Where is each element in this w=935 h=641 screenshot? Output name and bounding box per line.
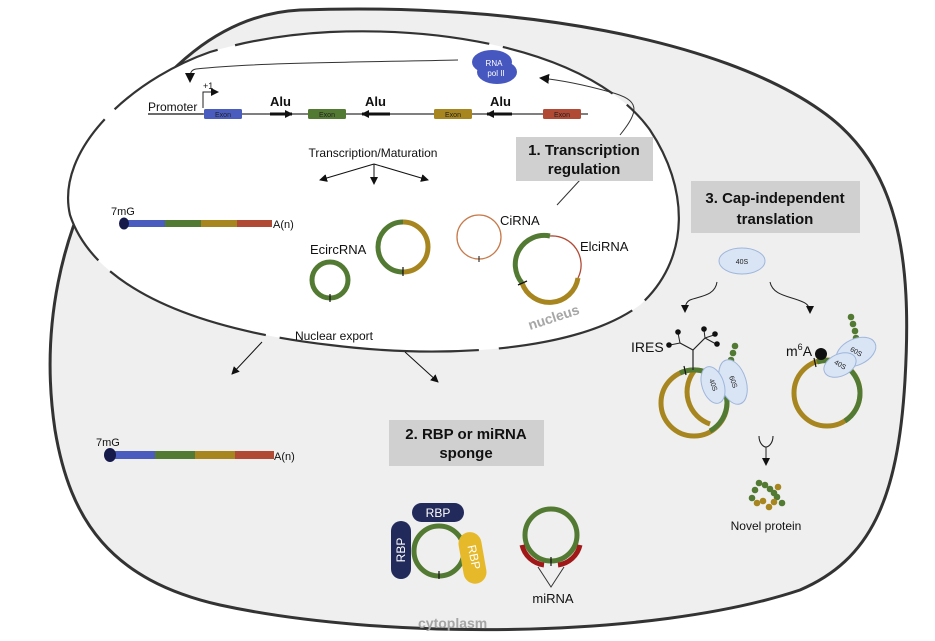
novel-protein-icon	[748, 479, 786, 511]
mirna-sponge	[519, 506, 583, 588]
tss-arrow-icon	[202, 88, 219, 108]
gene-locus: Promoter +1 Exon Exon Exon Exon Alu Alu	[148, 81, 588, 119]
mirna-label: miRNA	[532, 591, 573, 606]
subunit-label: 60S	[727, 375, 738, 389]
alu-forward: Alu	[270, 94, 293, 118]
polya-label: A(n)	[273, 219, 294, 231]
exon-label: Exon	[554, 112, 570, 119]
pol-recruit-arrow	[185, 59, 459, 83]
cirna-label: CiRNA	[500, 213, 540, 228]
nuclear-mrna: 7mG A(n)	[111, 206, 294, 231]
leader-line	[556, 179, 581, 206]
rbp-left: RBP	[391, 521, 411, 579]
ecircrna-small	[309, 259, 351, 302]
alu-reverse-1: Alu	[361, 94, 390, 118]
rna-pol-label: pol II	[487, 69, 504, 78]
rbp-label: RBP	[394, 538, 408, 563]
export-arrow-right	[404, 351, 439, 383]
mechanism-title: regulation	[548, 161, 621, 178]
m6a-mark-icon	[815, 348, 827, 360]
rbp-sponge: RBP RBP RBP	[391, 503, 487, 584]
feedback-arrow	[539, 73, 635, 136]
export-arrow-left	[231, 341, 263, 375]
mechanism-title: 3. Cap-independent	[705, 190, 844, 207]
subunit-label: 40S	[707, 378, 718, 392]
cytoplasmic-mrna: 7mG A(n)	[96, 437, 295, 463]
alu-reverse-2: Alu	[486, 94, 512, 118]
mechanism-title: 2. RBP or miRNA	[405, 426, 527, 443]
ribosome-40s: 40S	[700, 366, 726, 404]
ires-structure-icon	[666, 326, 720, 370]
novel-protein-label: Novel protein	[731, 519, 802, 533]
m6a-circrna: 60S 40S	[791, 313, 877, 429]
exon-1: Exon	[204, 109, 242, 119]
mechanism-box-2: 2. RBP or miRNA sponge	[389, 420, 544, 466]
alu-label: Alu	[365, 94, 386, 109]
exon-label: Exon	[445, 112, 461, 119]
rna-pol-label: RNA	[486, 59, 504, 68]
rbp-right: RBP	[458, 532, 487, 584]
rna-pol-ii: RNA pol II	[472, 50, 517, 84]
mirna-bracket	[537, 566, 565, 588]
cap-icon	[119, 217, 129, 230]
subunit-label: 40S	[736, 259, 749, 266]
mechanism-title: 1. Transcription	[528, 142, 640, 159]
polya-label: A(n)	[274, 451, 295, 463]
ecircrna-large	[375, 219, 431, 276]
ecircrna-label: EcircRNA	[310, 242, 367, 257]
cytoplasm-label: cytoplasm	[418, 615, 487, 631]
mechanism-title: translation	[737, 211, 814, 228]
ribosome-40s: 40S	[823, 352, 857, 378]
m6a-path-arrow	[769, 281, 814, 314]
promoter-label: Promoter	[148, 100, 197, 114]
ires-path-arrow	[681, 281, 718, 313]
ires-label: IRES	[631, 339, 664, 355]
ribosome-40s-free: 40S	[718, 247, 766, 275]
ires-circrna: 60S 40S	[658, 326, 748, 439]
exon-4: Exon	[543, 109, 581, 119]
alu-label: Alu	[490, 94, 511, 109]
cap-icon	[104, 448, 116, 462]
tss-label: +1	[203, 81, 213, 91]
alu-label: Alu	[270, 94, 291, 109]
cap-label: 7mG	[96, 437, 120, 449]
maturation-label: Transcription/Maturation	[309, 146, 438, 160]
mechanism-box-1: 1. Transcription regulation	[516, 137, 653, 181]
maturation-arrows	[319, 163, 429, 185]
elcirna	[512, 232, 582, 305]
cap-label: 7mG	[111, 206, 135, 218]
rbp-top: RBP	[412, 503, 464, 522]
m6a-label: m6A	[786, 342, 813, 359]
exon-label: Exon	[319, 112, 335, 119]
export-label: Nuclear export	[295, 329, 374, 343]
cirna	[456, 214, 502, 262]
exon-label: Exon	[215, 112, 231, 119]
rbp-label: RBP	[426, 506, 451, 520]
rbp-label: RBP	[464, 544, 483, 571]
mechanism-box-3: 3. Cap-independent translation	[691, 181, 860, 233]
elcirna-label: ElciRNA	[580, 239, 629, 254]
exon-2: Exon	[308, 109, 346, 119]
mechanism-title: sponge	[439, 445, 492, 462]
exon-3: Exon	[434, 109, 472, 119]
